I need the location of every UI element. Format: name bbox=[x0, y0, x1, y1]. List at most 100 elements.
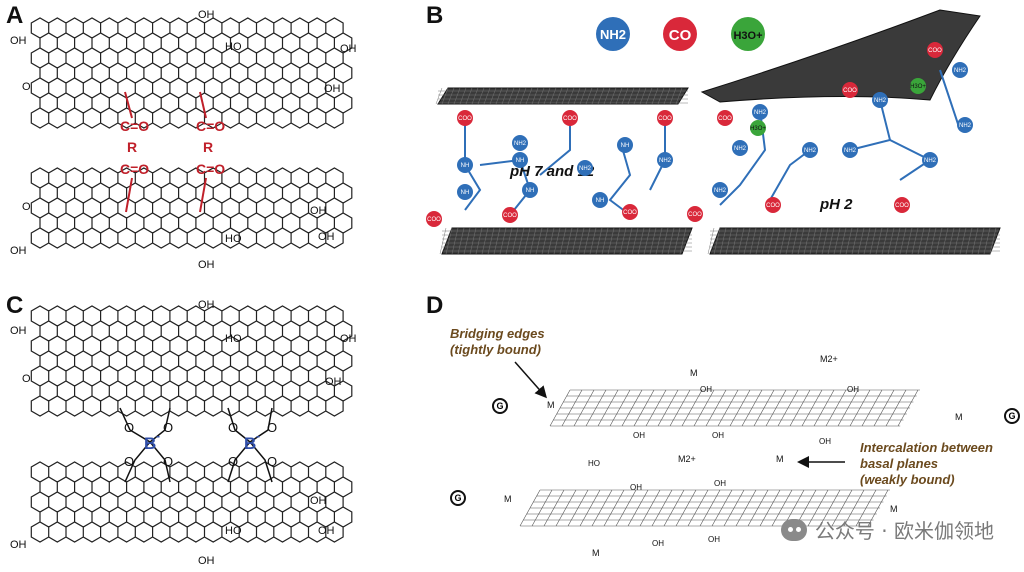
graphene-sheet-b-top-left bbox=[435, 87, 689, 105]
oh-label: OH bbox=[712, 431, 724, 440]
boron-label: B bbox=[144, 434, 156, 453]
legend: NH2 CO H3O+ bbox=[596, 17, 765, 51]
ho-label: HO bbox=[588, 459, 600, 468]
o-label: O bbox=[267, 420, 277, 435]
boron-charge: - bbox=[156, 429, 160, 443]
oh-labels-d: OH OH OH OH OH OH OH OH OH HO bbox=[588, 385, 859, 548]
nh2-bead: NH2 bbox=[802, 142, 818, 158]
oh-label: OH bbox=[340, 43, 357, 55]
functional-group-labels: OH OH OH HO OH O OH O OH HO OH OH bbox=[10, 9, 357, 271]
coo-label: COO bbox=[766, 203, 780, 209]
nh2-bead: NH2 bbox=[712, 182, 728, 198]
oh-label: OH bbox=[325, 376, 342, 388]
o-label: O bbox=[22, 373, 31, 385]
legend-nh2-label: NH2 bbox=[600, 27, 626, 42]
nh-label: NH bbox=[516, 158, 525, 164]
oh-label: OH bbox=[630, 483, 642, 492]
nh2-label: NH2 bbox=[804, 148, 817, 154]
nh2-bead: NH2 bbox=[732, 140, 748, 156]
metal-labels: M M M M M M M M2+ M2+ bbox=[504, 354, 963, 558]
intercalation-line-1: Intercalation between bbox=[860, 440, 993, 455]
nh2-bead: NH2 bbox=[512, 135, 528, 151]
nh2-label: NH2 bbox=[514, 141, 527, 147]
h3o-label: H3O+ bbox=[750, 126, 766, 132]
graphene-sheet-b-curved bbox=[700, 9, 981, 103]
panel-b-letter: B bbox=[426, 2, 444, 29]
nh-bead: NH bbox=[457, 184, 473, 200]
coo-label: COO bbox=[458, 116, 472, 122]
nh-bead: NH bbox=[617, 137, 633, 153]
ho-label: HO bbox=[225, 41, 242, 53]
ho-label: HO bbox=[225, 233, 242, 245]
oh-label: OH bbox=[198, 299, 215, 311]
panel-c-diagram: O O O O O O O O B - B - OH OH OH HO OH O… bbox=[10, 299, 357, 567]
oh-label: OH bbox=[324, 83, 341, 95]
nh2-bead: NH2 bbox=[952, 62, 968, 78]
functional-group-labels-c: OH OH OH HO OH O OH OH HO OH OH bbox=[10, 299, 357, 567]
nh-label: NH bbox=[461, 190, 470, 196]
bridging-subtitle: (tightly bound) bbox=[450, 342, 541, 357]
carbonyl-label: C=O bbox=[120, 161, 149, 177]
coo-label: COO bbox=[688, 212, 702, 218]
intercalation-line-2: basal planes bbox=[860, 456, 938, 471]
bridging-arrow bbox=[514, 361, 547, 399]
watermark: 公众号 · 欧米伽领地 bbox=[780, 515, 994, 544]
nh2-label: NH2 bbox=[959, 123, 972, 129]
o-label: O bbox=[22, 201, 31, 213]
nh-label: NH bbox=[621, 143, 630, 149]
g-terminals: G G G bbox=[450, 398, 1020, 506]
oh-label: OH bbox=[310, 205, 327, 217]
coo-bead: COO bbox=[842, 82, 858, 98]
coo-bead: COO bbox=[426, 211, 442, 227]
boron-labels: B - B - bbox=[144, 429, 260, 453]
graphene-sheet-d-bottom bbox=[519, 489, 890, 527]
metal-ion-label: M2+ bbox=[820, 354, 838, 364]
metal-label: M bbox=[547, 400, 555, 410]
h3o-bead: H3O+ bbox=[750, 120, 766, 136]
nh-bead: NH bbox=[592, 192, 608, 208]
legend-h3o-label: H3O+ bbox=[733, 30, 762, 42]
nh-label: NH bbox=[526, 188, 535, 194]
crosslinker-right: C=O R C=O bbox=[196, 91, 225, 213]
nh-label: NH bbox=[596, 198, 605, 204]
panel-d-diagram: Bridging edges (tightly bound) Intercala… bbox=[450, 326, 1020, 558]
oh-label: OH bbox=[198, 9, 215, 21]
borate-crosslinks bbox=[119, 407, 273, 483]
o-label: O bbox=[163, 420, 173, 435]
nh2-label: NH2 bbox=[924, 158, 937, 164]
coo-label: COO bbox=[658, 116, 672, 122]
oh-label: OH bbox=[318, 525, 335, 537]
legend-h3o: H3O+ bbox=[731, 17, 765, 51]
oh-label: OH bbox=[340, 333, 357, 345]
coo-bead: COO bbox=[687, 206, 703, 222]
legend-co-label: CO bbox=[669, 27, 692, 44]
intercalation-annotation: Intercalation between basal planes (weak… bbox=[860, 440, 993, 487]
coo-bead: COO bbox=[927, 42, 943, 58]
oh-label: OH bbox=[708, 535, 720, 544]
graphene-sheet-d-top bbox=[549, 389, 920, 427]
nh2-label: NH2 bbox=[579, 166, 592, 172]
nh-bead: NH bbox=[522, 182, 538, 198]
chain-beads: COO COO COO COO COO COO COO COO COO COO … bbox=[426, 42, 973, 227]
oh-label: OH bbox=[847, 385, 859, 394]
coo-bead: COO bbox=[765, 197, 781, 213]
coo-bead: COO bbox=[502, 207, 518, 223]
oh-label: OH bbox=[310, 495, 327, 507]
ho-label: HO bbox=[225, 333, 242, 345]
coo-label: COO bbox=[843, 88, 857, 94]
ph-left-label: pH 7 and 12 bbox=[509, 163, 595, 180]
oh-label: OH bbox=[714, 479, 726, 488]
h3o-label: H3O+ bbox=[910, 84, 926, 90]
nh2-bead: NH2 bbox=[657, 152, 673, 168]
coo-label: COO bbox=[895, 203, 909, 209]
linker-r-label: R bbox=[127, 139, 137, 155]
ho-label: HO bbox=[225, 525, 242, 537]
coo-label: COO bbox=[563, 116, 577, 122]
linker-r-label: R bbox=[203, 139, 213, 155]
graphene-sheet-b-bottom-left bbox=[439, 227, 693, 255]
intercalation-line-3: (weakly bound) bbox=[860, 472, 955, 487]
ph-right-text: pH 2 bbox=[819, 196, 853, 213]
coo-label: COO bbox=[623, 210, 637, 216]
panel-a-diagram: C=O R C=O C=O R C=O OH OH OH HO OH O OH … bbox=[10, 9, 357, 271]
boron-charge: - bbox=[256, 429, 260, 443]
